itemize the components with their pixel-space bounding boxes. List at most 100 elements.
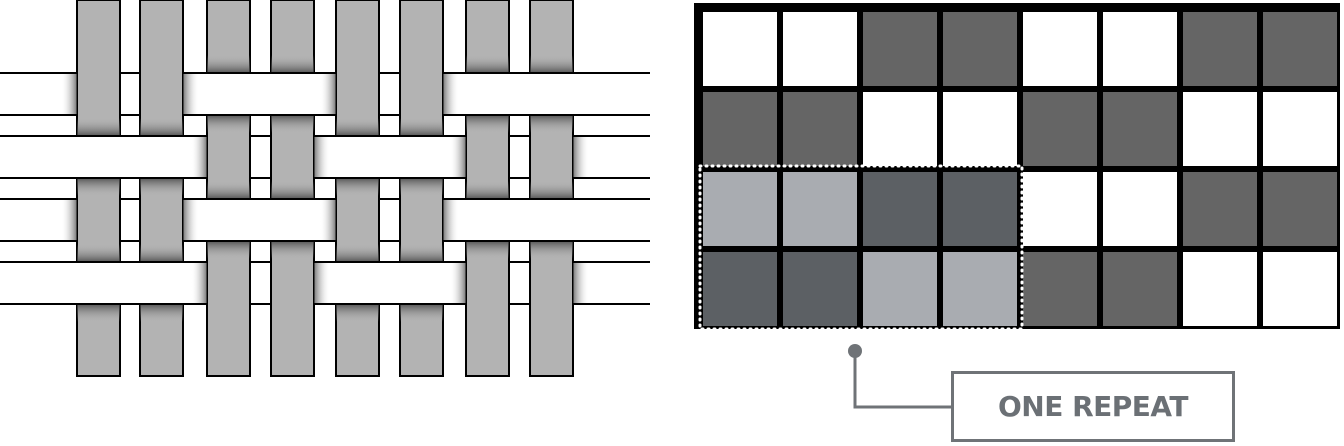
warp-shade xyxy=(140,244,183,262)
one-repeat-label: ONE REPEAT xyxy=(951,371,1235,442)
warp-over-segment xyxy=(140,198,183,242)
weft-shade xyxy=(191,137,207,177)
weft-shade xyxy=(443,200,459,240)
draft-cell xyxy=(943,12,1017,86)
warp-over-segment xyxy=(271,261,314,305)
warp-over-segment xyxy=(140,72,183,116)
warp-shade xyxy=(140,178,183,196)
weft-shade xyxy=(450,137,466,177)
weft-shade xyxy=(443,74,459,114)
warp-shade xyxy=(140,118,183,136)
warp-shade xyxy=(77,304,120,322)
warp-shade xyxy=(466,181,509,199)
warp-over-segment xyxy=(77,72,120,116)
warp-over-segment xyxy=(400,198,443,242)
warp-over-segment xyxy=(530,261,573,305)
draft-cell xyxy=(783,172,857,246)
warp-shade xyxy=(466,241,509,259)
draft-cell xyxy=(943,92,1017,166)
warp-shade xyxy=(530,181,573,199)
warp-over-segment xyxy=(207,135,250,179)
warp-shade xyxy=(530,241,573,259)
draft-cell xyxy=(1103,252,1177,326)
draft-cell xyxy=(1023,172,1097,246)
draft-cell xyxy=(863,12,937,86)
draft-cell xyxy=(1183,12,1257,86)
warp-over-segment xyxy=(466,261,509,305)
warp-over-segment xyxy=(336,198,379,242)
weft-shade xyxy=(320,200,336,240)
warp-over-segment xyxy=(466,135,509,179)
draft-cell xyxy=(1263,12,1337,86)
basketweave-illustration xyxy=(0,0,650,377)
weft-shade xyxy=(314,137,330,177)
draft-cell xyxy=(703,92,777,166)
draft-cell xyxy=(1103,172,1177,246)
warp-shade xyxy=(400,118,443,136)
weft-shade xyxy=(450,263,466,303)
warp-shade xyxy=(336,118,379,136)
draft-cell xyxy=(863,252,937,326)
warp-shade xyxy=(530,115,573,133)
draft-cell xyxy=(783,92,857,166)
warp-shade xyxy=(207,241,250,259)
warp-over-segment xyxy=(336,72,379,116)
draft-cell xyxy=(1263,252,1337,326)
warp-shade xyxy=(336,304,379,322)
draft-cell xyxy=(863,92,937,166)
warp-shade xyxy=(336,178,379,196)
warp-shade xyxy=(271,115,314,133)
warp-shade xyxy=(271,181,314,199)
draft-cell xyxy=(943,252,1017,326)
draft-cell xyxy=(1103,12,1177,86)
weft-shade xyxy=(573,137,589,177)
warp-shade xyxy=(207,55,250,73)
weft-shade xyxy=(183,74,199,114)
warp-shade xyxy=(400,304,443,322)
draft-cell xyxy=(1183,92,1257,166)
weft-shade xyxy=(61,200,77,240)
draft-cell xyxy=(783,252,857,326)
draft-cell xyxy=(1263,92,1337,166)
warp-shade xyxy=(77,244,120,262)
weft-shade xyxy=(573,263,589,303)
warp-over-segment xyxy=(400,72,443,116)
weft-shade xyxy=(191,263,207,303)
draft-cell xyxy=(943,172,1017,246)
warp-shade xyxy=(271,241,314,259)
draft-cell xyxy=(1183,172,1257,246)
draft-cell xyxy=(1023,12,1097,86)
draft-cell xyxy=(703,252,777,326)
warp-shade xyxy=(207,115,250,133)
draft-cell xyxy=(1183,252,1257,326)
repeat-region-outline xyxy=(698,164,1024,331)
warp-shade xyxy=(207,181,250,199)
weft-shade xyxy=(61,74,77,114)
callout-connector xyxy=(848,344,951,409)
draft-cell xyxy=(703,172,777,246)
warp-over-segment xyxy=(271,135,314,179)
warp-shade xyxy=(336,244,379,262)
warp-shade xyxy=(466,55,509,73)
draft-cell xyxy=(703,12,777,86)
draft-cell xyxy=(1023,252,1097,326)
warp-shade xyxy=(400,244,443,262)
draft-cell xyxy=(783,12,857,86)
warp-shade xyxy=(466,115,509,133)
warp-over-segment xyxy=(77,198,120,242)
weft-shade xyxy=(183,200,199,240)
weave-over-layer xyxy=(0,71,650,306)
weft-shade xyxy=(314,263,330,303)
weft-shade xyxy=(320,74,336,114)
draft-cell xyxy=(863,172,937,246)
warp-shade xyxy=(77,178,120,196)
draft-cell xyxy=(1023,92,1097,166)
warp-over-segment xyxy=(530,135,573,179)
warp-shade xyxy=(271,55,314,73)
warp-shade xyxy=(400,178,443,196)
draft-cell xyxy=(1263,172,1337,246)
warp-shade xyxy=(530,55,573,73)
draft-cell xyxy=(1103,92,1177,166)
warp-shade xyxy=(140,304,183,322)
